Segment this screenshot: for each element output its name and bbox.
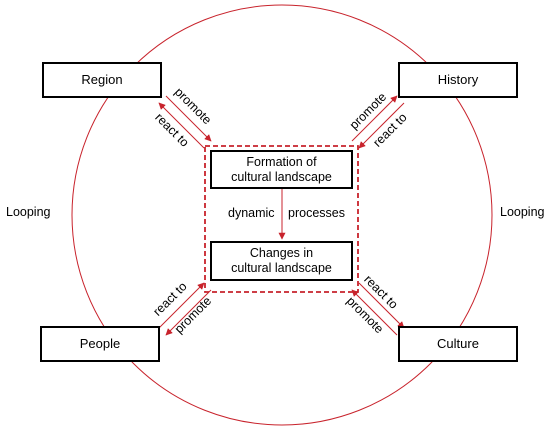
people-promote-arrow — [165, 289, 212, 336]
center-dashed-frame — [204, 145, 359, 293]
region-node: Region — [42, 62, 162, 98]
changes-node: Changes in cultural landscape — [210, 241, 353, 281]
history-node: History — [398, 62, 518, 98]
history-promote-arrow — [351, 95, 398, 142]
history-react-arrow — [358, 102, 405, 149]
culture-promote-arrow — [351, 289, 398, 336]
looping-right-label: Looping — [500, 205, 545, 219]
culture-react-arrow — [358, 282, 405, 329]
people-react-arrow — [158, 282, 205, 329]
looping-left-label: Looping — [6, 205, 51, 219]
processes-label: processes — [286, 206, 347, 220]
culture-node: Culture — [398, 326, 518, 362]
formation-node: Formation of cultural landscape — [210, 150, 353, 189]
people-node: People — [40, 326, 160, 362]
dynamic-label: dynamic — [226, 206, 277, 220]
region-promote-arrow — [165, 95, 212, 142]
loop-circle — [71, 4, 493, 426]
region-react-arrow — [158, 102, 205, 149]
